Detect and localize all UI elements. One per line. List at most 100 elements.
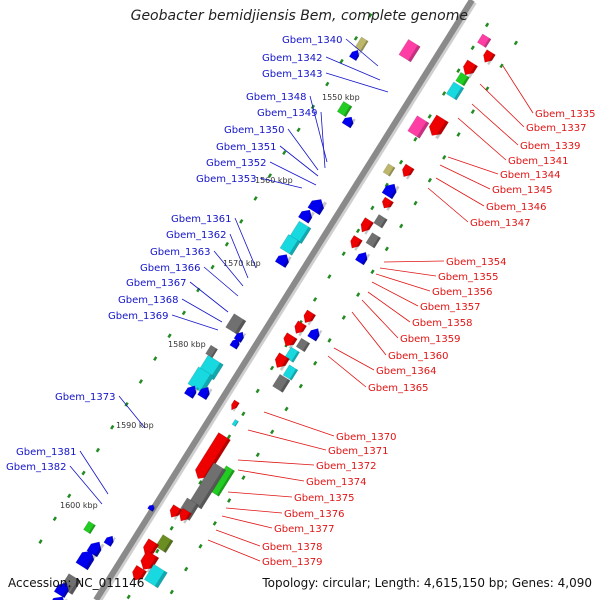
gene-shading — [289, 368, 298, 381]
gene-shading — [288, 337, 298, 350]
gene-shape — [398, 38, 421, 63]
tick-mark — [198, 480, 203, 485]
left-label-leader — [189, 281, 229, 313]
gene-shape — [279, 234, 301, 256]
gene-shape — [86, 541, 102, 558]
gene-feature — [225, 313, 247, 336]
gene-feature — [303, 309, 317, 326]
gene-shading — [289, 240, 301, 256]
gene-shading — [151, 505, 156, 512]
gene-shape — [294, 320, 308, 334]
tick-mark — [296, 127, 301, 133]
gene-feature — [179, 507, 192, 524]
gene-shading — [487, 53, 496, 66]
scale-label: 1580 kbp — [168, 340, 206, 349]
gene-shape — [360, 217, 375, 233]
tick-mark — [327, 338, 332, 343]
gene-shading — [190, 387, 200, 399]
gene-shading — [306, 211, 315, 224]
tick-mark — [153, 356, 158, 361]
gene-feature — [147, 504, 156, 512]
tick-mark — [427, 177, 432, 183]
tick-mark — [355, 228, 361, 234]
gene-feature — [445, 81, 465, 101]
gene-feature — [48, 596, 69, 600]
left-gene-label: Gbem_1381 — [16, 447, 76, 458]
right-label-leader — [237, 459, 315, 466]
right-label-leader — [375, 273, 431, 292]
tick-mark — [184, 566, 189, 572]
gene-feature — [428, 114, 449, 140]
gene-shape — [194, 432, 231, 479]
gene-feature — [381, 196, 395, 211]
right-label-leader — [502, 65, 534, 114]
tick-mark — [399, 223, 404, 229]
right-label-leader — [247, 429, 327, 451]
tick-mark — [370, 205, 375, 211]
right-gene-label: Gbem_1359 — [400, 334, 460, 345]
right-label-leader — [227, 491, 293, 498]
right-label-leader — [361, 299, 399, 339]
scale-label: 1560 kbp — [255, 176, 293, 185]
gene-shading — [232, 402, 240, 412]
tick-mark — [298, 383, 303, 389]
left-label-leader — [69, 465, 103, 505]
gene-feature — [155, 534, 174, 554]
right-label-leader — [207, 539, 261, 562]
tick-mark — [470, 109, 476, 114]
gene-shading — [198, 468, 226, 510]
gene-shading — [173, 508, 182, 521]
right-gene-label: Gbem_1335 — [535, 109, 595, 120]
map-title: Geobacter bemidjiensis Bem, complete gen… — [130, 8, 468, 24]
gene-shape — [354, 251, 368, 266]
gene-shape — [103, 535, 114, 548]
left-gene-label: Gbem_1368 — [118, 295, 178, 306]
gene-shading — [234, 319, 247, 335]
gene-feature — [169, 504, 183, 521]
gene-shape — [307, 199, 325, 216]
gene-shape — [336, 100, 353, 118]
tick-mark — [368, 13, 373, 18]
gene-shading — [146, 556, 159, 574]
gene-shape — [407, 115, 430, 139]
gene-shape — [350, 234, 363, 249]
gene-shading — [234, 420, 239, 427]
tick-mark — [413, 136, 418, 142]
tick-mark — [226, 434, 232, 440]
right-gene-label: Gbem_1364 — [376, 366, 436, 377]
gene-feature — [231, 418, 239, 427]
right-label-leader — [479, 83, 525, 128]
right-label-leader — [383, 260, 445, 263]
tick-mark — [484, 22, 490, 28]
gene-feature — [360, 217, 375, 235]
gene-shape — [373, 213, 388, 229]
gene-shading — [316, 201, 328, 215]
genome-summary-text: Topology: circular; Length: 4,615,150 bp… — [262, 576, 592, 590]
gene-feature — [53, 582, 72, 599]
tick-mark — [124, 402, 129, 407]
gene-feature — [373, 213, 388, 229]
gene-shape — [483, 49, 496, 63]
tick-mark — [456, 68, 461, 74]
right-gene-label: Gbem_1358 — [412, 318, 472, 329]
gene-feature — [279, 234, 301, 256]
tick-mark — [442, 154, 447, 160]
gene-shape — [381, 196, 395, 209]
tick-mark — [427, 114, 432, 119]
gene-feature — [483, 49, 496, 66]
gene-shading — [84, 553, 98, 570]
right-label-leader — [237, 469, 305, 482]
gene-shape — [75, 550, 95, 571]
tick-mark — [210, 264, 215, 270]
tick-mark — [198, 543, 203, 549]
left-label-leader — [171, 314, 219, 331]
gene-shading — [364, 221, 374, 235]
right-label-leader — [215, 529, 261, 547]
gene-feature — [143, 563, 168, 589]
gene-shading — [454, 86, 464, 101]
tick-mark — [370, 269, 375, 275]
gene-shading — [62, 584, 72, 598]
right-label-leader — [333, 347, 375, 371]
tick-mark — [327, 274, 332, 279]
